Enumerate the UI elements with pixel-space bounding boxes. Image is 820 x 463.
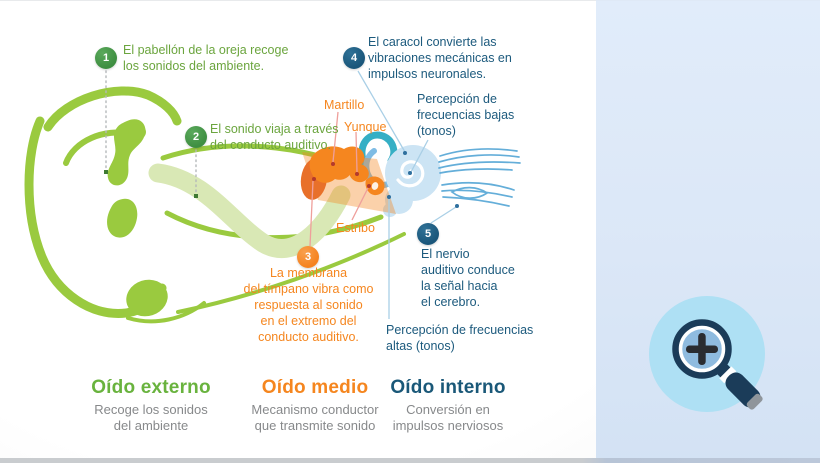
step-5-badge: 5 — [417, 223, 439, 245]
leader-blue-dots — [387, 151, 459, 208]
step-4-text: El caracol convierte las vibraciones mec… — [368, 34, 512, 82]
label-martillo: Martillo — [324, 98, 365, 112]
step-4-line: El caracol convierte las — [368, 35, 497, 49]
section-middle-desc-line: Mecanismo conductor — [251, 402, 379, 417]
section-outer-desc: Recoge los sonidos del ambiente — [76, 402, 226, 434]
section-inner-title: Oído interno — [390, 377, 506, 398]
step-2-badge: 2 — [185, 126, 207, 148]
cochlea-shape — [383, 145, 441, 217]
perception-low-label: Percepción de frecuencias bajas (tonos) — [417, 91, 514, 139]
section-middle-desc: Mecanismo conductor que transmite sonido — [239, 402, 391, 434]
leader-pink-dots — [312, 162, 371, 188]
perception-high-label: Percepción de frecuencias altas (tonos) — [386, 322, 533, 354]
middle-ear-zone — [302, 152, 396, 214]
step-3-line: conducto auditivo. — [258, 330, 359, 344]
section-middle-title: Oído medio — [261, 377, 369, 398]
leader-step2-dot — [194, 194, 198, 198]
step-2-line: del conducto auditivo. — [210, 138, 331, 152]
step-3-line: del tímpano vibra como — [243, 282, 374, 296]
step-5-line: el cerebro. — [421, 295, 481, 309]
step-2-line: El sonido viaja a través — [210, 122, 339, 136]
step-1-badge: 1 — [95, 47, 117, 69]
step-5-line: El nervio — [421, 247, 470, 261]
diagram-area: 1 2 3 4 5 El pabellón de la oreja recoge… — [0, 0, 596, 463]
step-5-line: la señal hacia — [421, 279, 498, 293]
section-outer-desc-line: del ambiente — [113, 418, 189, 433]
side-panel — [596, 0, 820, 463]
zoom-icon-area — [596, 1, 820, 463]
section-inner-ear: Oído interno Conversión en impulsos nerv… — [372, 377, 524, 434]
inner-ear-folds — [107, 119, 168, 317]
section-inner-desc-line: impulsos nerviosos — [392, 418, 504, 433]
step-3-line: La membrana — [269, 266, 348, 280]
ear-canal-band — [148, 163, 351, 258]
plus-glyph — [686, 333, 718, 365]
perception-high-line: Percepción de frecuencias — [386, 323, 534, 337]
step-4-line: vibraciones mecánicas en — [368, 51, 512, 65]
section-inner-desc-line: Conversión en — [406, 402, 490, 417]
section-outer-ear: Oído externo Recoge los sonidos del ambi… — [76, 377, 226, 434]
label-yunque: Yunque — [344, 120, 387, 134]
step-5-line: auditivo conduce — [421, 263, 515, 277]
section-outer-title: Oído externo — [91, 377, 211, 398]
leader-step1-dot — [104, 170, 108, 174]
step-1-line: los sonidos del ambiente. — [123, 59, 265, 73]
bottom-edge-strip — [0, 458, 820, 463]
semicircular-canals — [358, 131, 398, 188]
nerve-fibers — [438, 148, 521, 207]
section-inner-desc: Conversión en impulsos nerviosos — [372, 402, 524, 434]
step-1-line: El pabellón de la oreja recoge — [123, 43, 289, 57]
zoom-plus-icon[interactable] — [596, 1, 820, 463]
yunque-shape — [349, 163, 369, 183]
step-5-text: El nervio auditivo conduce la señal haci… — [421, 246, 515, 310]
step-2-text: El sonido viaja a través del conducto au… — [210, 121, 339, 153]
ossicles — [300, 146, 385, 200]
cochlea-spiral — [396, 160, 425, 188]
perception-low-line: (tonos) — [417, 124, 456, 138]
section-middle-desc-line: que transmite sonido — [254, 418, 376, 433]
perception-low-line: frecuencias bajas — [417, 108, 515, 122]
step-1-text: El pabellón de la oreja recoge los sonid… — [123, 42, 288, 74]
estribo-shape — [365, 176, 385, 196]
step-3-line: respuesta al sonido — [254, 298, 363, 312]
step-4-badge: 4 — [343, 47, 365, 69]
perception-low-line: Percepción de — [417, 92, 497, 106]
step-3-badge: 3 — [297, 246, 319, 268]
perception-high-line: altas (tonos) — [386, 339, 455, 353]
step-4-line: impulsos neuronales. — [368, 67, 487, 81]
step-3-line: en el extremo del — [260, 314, 357, 328]
section-middle-ear: Oído medio Mecanismo conductor que trans… — [239, 377, 391, 434]
eardrum-shape — [300, 158, 328, 200]
step-3-text: La membrana del tímpano vibra como respu… — [221, 265, 396, 345]
section-outer-desc-line: Recoge los sonidos — [94, 402, 208, 417]
magnifier-ring — [672, 319, 732, 379]
label-estribo: Estribo — [336, 221, 375, 235]
magnifier-white-ring — [677, 324, 727, 374]
